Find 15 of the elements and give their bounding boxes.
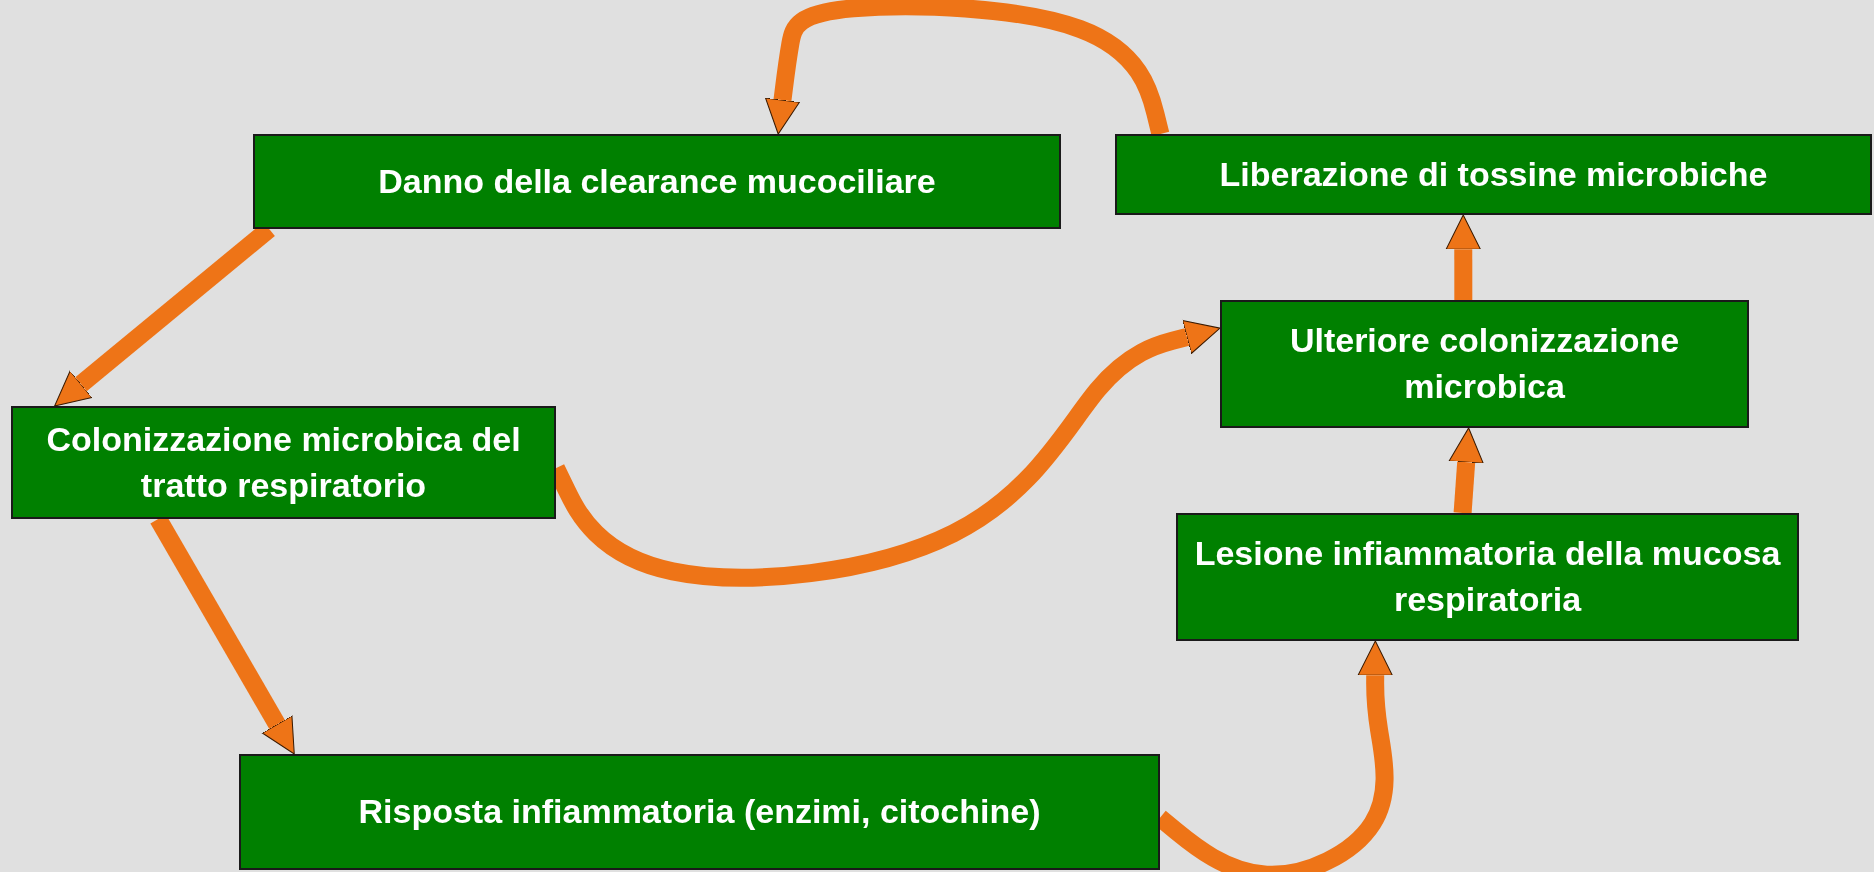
process-box [1220, 300, 1749, 428]
box-label: Ulteriore colonizzazione microbica [1288, 320, 1681, 407]
block-arrow [765, 0, 1170, 137]
box-label: Colonizzazione microbica del tratto respiratorio [45, 418, 522, 506]
process-box [1115, 134, 1872, 215]
process-box [1176, 513, 1799, 641]
box-label: Risposta infiammatoria (enzimi, citochine) [358, 791, 1041, 833]
box-label: Lesione infiammatoria della mucosa respiratoria [1193, 533, 1782, 620]
process-box [11, 406, 556, 519]
process-box [239, 754, 1160, 870]
block-arrow [1448, 427, 1484, 514]
process-box [253, 134, 1061, 229]
box-label: Liberazione di tossine microbiche [1219, 153, 1768, 195]
block-arrow [1445, 214, 1481, 300]
box-label: Danno della clearance mucociliare [378, 160, 936, 202]
